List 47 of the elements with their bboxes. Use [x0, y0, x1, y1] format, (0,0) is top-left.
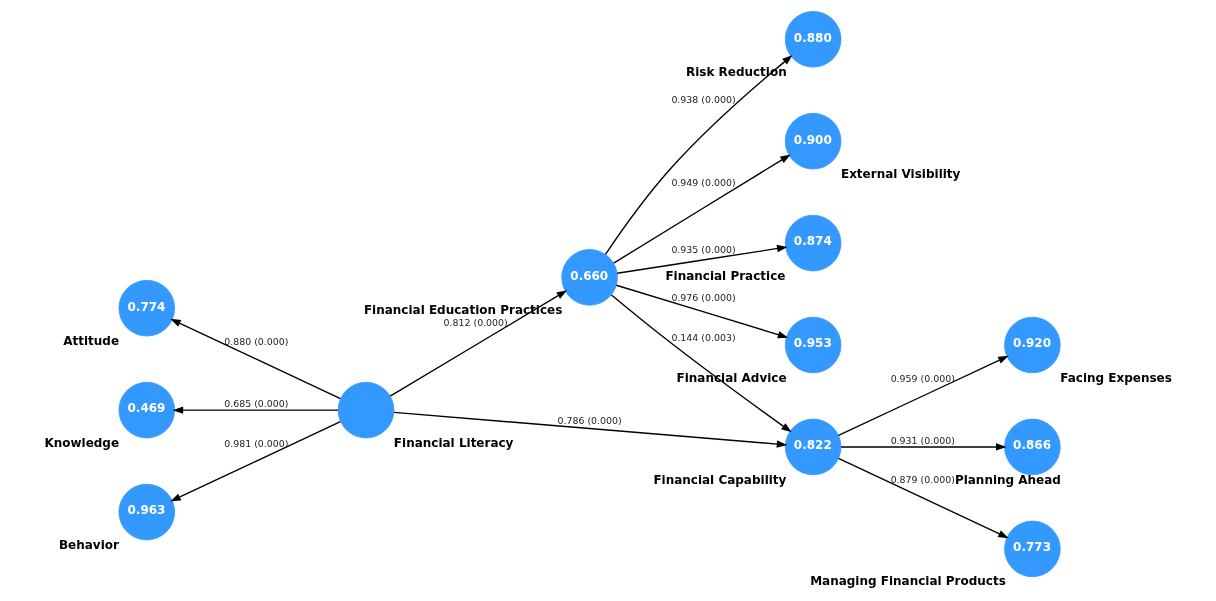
arrow — [616, 244, 788, 274]
edge-label: 0.879 (0.000) — [890, 473, 955, 485]
node-circle: 0.822 — [784, 418, 842, 476]
edge-label: 0.880 (0.000) — [224, 335, 289, 347]
edge-label: 0.976 (0.000) — [671, 292, 736, 304]
edge-label: 0.949 (0.000) — [671, 177, 736, 189]
edge-label: 0.144 (0.003) — [671, 331, 736, 343]
node-circle: 0.874 — [784, 214, 842, 272]
node-circle — [337, 381, 395, 439]
edge-label: 0.685 (0.000) — [224, 398, 289, 410]
node-label: Financial Practice — [665, 268, 786, 283]
arrow — [389, 290, 568, 397]
arrow — [393, 411, 788, 448]
node-circle: 0.660 — [561, 249, 618, 306]
node-label: Managing Financial Products — [810, 574, 1006, 589]
arrow — [170, 421, 342, 502]
arrow — [604, 55, 793, 255]
arrow — [840, 443, 1007, 451]
arrow — [170, 318, 342, 400]
edge-label: 0.981 (0.000) — [224, 437, 289, 449]
node-circle: 0.866 — [1004, 418, 1061, 476]
node-circle: 0.900 — [784, 112, 842, 170]
edge-label: 0.938 (0.000) — [671, 94, 736, 106]
arrow — [172, 406, 339, 414]
node-circle: 0.920 — [1004, 316, 1061, 374]
node-label: Behavior — [58, 537, 119, 552]
node-circle: 0.774 — [118, 279, 176, 337]
node-circle: 0.963 — [118, 483, 176, 541]
node-circle: 0.773 — [1004, 520, 1061, 578]
arrow — [837, 457, 1009, 539]
node-circle: 0.953 — [784, 316, 842, 374]
arrow — [837, 355, 1009, 437]
edge-label: 0.812 (0.000) — [443, 317, 508, 329]
node-label: Attitude — [63, 333, 120, 348]
node-label: Financial Literacy — [393, 435, 514, 450]
edge-label: 0.786 (0.000) — [557, 414, 622, 426]
arrow — [610, 294, 792, 433]
node-circle: 0.469 — [118, 381, 176, 439]
arrow — [613, 154, 791, 264]
node-label: Facing Expenses — [1060, 370, 1172, 385]
node-label: Knowledge — [44, 435, 120, 450]
edge-label: 0.935 (0.000) — [671, 244, 736, 256]
node-label: External Visibility — [840, 166, 961, 181]
arrow — [615, 284, 789, 339]
edge-label: 0.931 (0.000) — [890, 435, 955, 447]
edge-label: 0.959 (0.000) — [890, 372, 955, 384]
node-label: Financial Capability — [653, 472, 787, 487]
